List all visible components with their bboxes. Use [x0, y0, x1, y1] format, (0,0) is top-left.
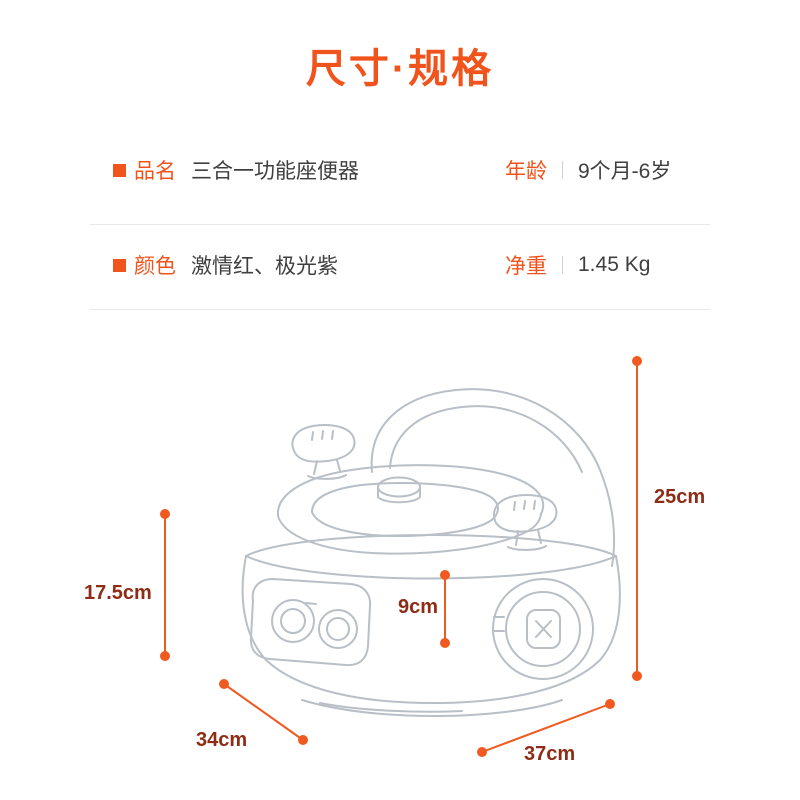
- spec-item-weight: 净重 1.45 Kg: [505, 249, 650, 281]
- dimension-label-depth: 37cm: [524, 743, 576, 765]
- row-divider: [90, 309, 710, 310]
- orange-square-bullet: [113, 258, 126, 272]
- label-value-separator: [562, 161, 563, 179]
- spec-label-color: 颜色: [134, 255, 176, 278]
- spec-label-age: 年龄: [505, 160, 547, 183]
- spec-item-color: 颜色 激情红、极光紫: [113, 249, 338, 281]
- potty-line-drawing: [241, 388, 621, 717]
- spec-value-weight: 1.45 Kg: [578, 253, 651, 276]
- spec-value-age: 9个月-6岁: [578, 160, 672, 183]
- page-title: 尺寸·规格: [305, 47, 495, 91]
- label-value-separator: [562, 256, 563, 274]
- dimension-lines: [160, 356, 642, 757]
- spec-value-product-name: 三合一功能座便器: [191, 160, 359, 183]
- dimension-label-seat-height: 17.5cm: [84, 582, 152, 604]
- spec-item-product-name: 品名 三合一功能座便器: [113, 154, 359, 186]
- dimension-label-width: 34cm: [196, 729, 248, 751]
- spec-value-color: 激情红、极光紫: [191, 255, 338, 278]
- dimension-label-back-height: 25cm: [654, 486, 706, 508]
- spec-item-age: 年龄 9个月-6岁: [505, 154, 671, 186]
- spec-label-product-name: 品名: [134, 160, 176, 183]
- spec-label-weight: 净重: [505, 255, 547, 278]
- dimension-label-bowl-depth: 9cm: [398, 596, 439, 618]
- row-divider: [90, 224, 710, 225]
- orange-square-bullet: [113, 163, 126, 177]
